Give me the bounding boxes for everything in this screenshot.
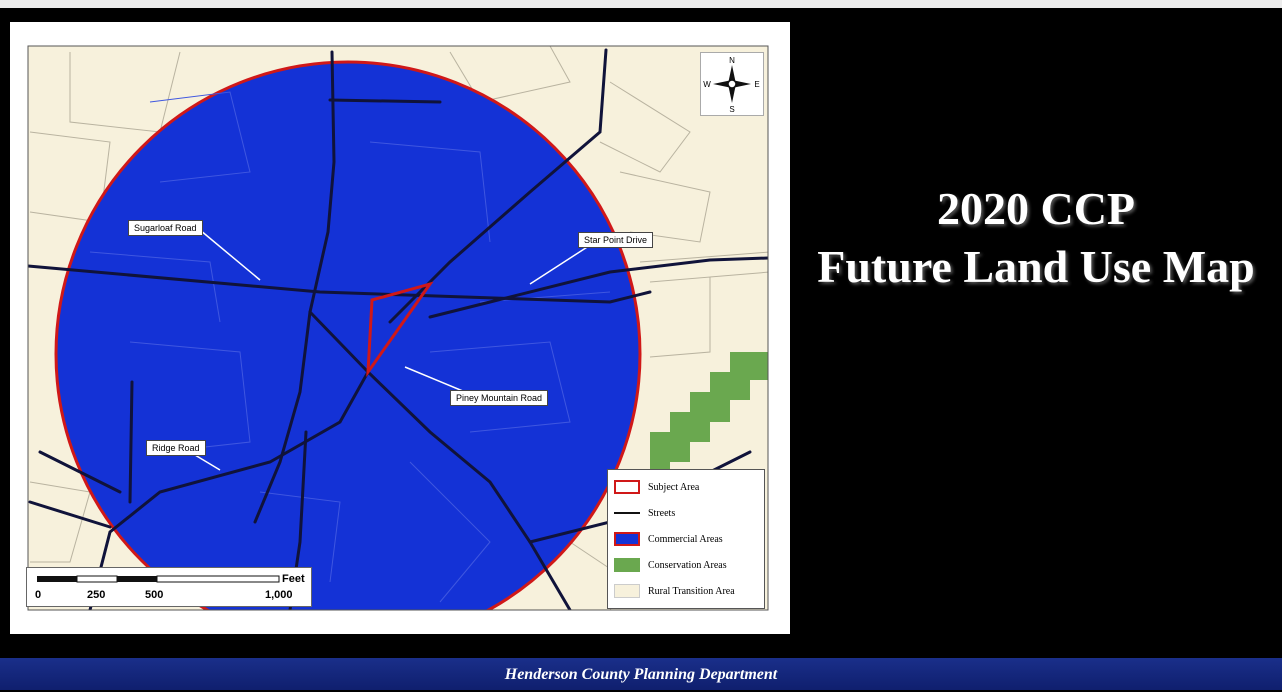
compass-w: W — [703, 80, 711, 89]
scale-bar: Feet 0 250 500 1,000 — [26, 567, 312, 607]
label-piney-mountain-road: Piney Mountain Road — [450, 390, 549, 406]
parcel-lines — [29, 46, 768, 610]
slide-title: 2020 CCP Future Land Use Map — [790, 180, 1282, 296]
legend-label: Rural Transition Area — [648, 585, 735, 597]
legend-label: Subject Area — [648, 481, 700, 493]
commercial-area — [54, 60, 642, 610]
title-line-2: Future Land Use Map — [817, 241, 1255, 292]
conservation-area — [650, 352, 768, 484]
title-line-1: 2020 CCP — [936, 183, 1136, 234]
legend-item-conservation: Conservation Areas — [614, 556, 727, 574]
compass-s: S — [729, 105, 734, 114]
compass-n: N — [729, 56, 735, 65]
legend-item-commercial: Commercial Areas — [614, 530, 723, 548]
legend-swatch-conservation — [614, 558, 640, 572]
label-ridge-road: Ridge Road — [146, 440, 206, 456]
scale-tick-250: 250 — [87, 589, 105, 601]
legend-item-subject-area: Subject Area — [614, 478, 699, 496]
legend-swatch-rural — [614, 584, 640, 598]
map-border — [27, 45, 769, 611]
label-star-point-drive: Star Point Drive — [578, 232, 654, 248]
subject-area — [366, 281, 434, 378]
legend-label: Streets — [648, 507, 676, 519]
compass-icon: N S E W — [703, 56, 759, 114]
label-leaders — [189, 229, 596, 471]
scale-tick-500: 500 — [145, 589, 163, 601]
legend-swatch-subject — [614, 480, 640, 494]
map-frame: Sugarloaf Road Star Point Drive Piney Mo… — [10, 22, 790, 634]
scale-tick-1000: 1,000 — [265, 589, 293, 601]
streets — [28, 48, 768, 610]
map-legend: Subject Area Streets Commercial Areas Co… — [607, 469, 765, 609]
scale-tick-0: 0 — [35, 589, 41, 601]
compass-rose: N S E W — [700, 52, 764, 116]
legend-label: Conservation Areas — [648, 559, 727, 571]
scale-bar-graphic: Feet 0 250 500 1,000 — [35, 573, 305, 601]
top-band — [0, 0, 1282, 8]
footer-bar: Henderson County Planning Department — [0, 658, 1282, 690]
legend-label: Commercial Areas — [648, 533, 723, 545]
legend-swatch-commercial — [614, 532, 640, 546]
map-canvas — [27, 45, 769, 611]
compass-e: E — [754, 80, 759, 89]
legend-item-streets: Streets — [614, 504, 675, 522]
scale-unit: Feet — [282, 573, 305, 585]
legend-item-rural: Rural Transition Area — [614, 582, 735, 600]
label-sugarloaf-road: Sugarloaf Road — [128, 220, 203, 236]
legend-swatch-streets — [614, 512, 640, 514]
